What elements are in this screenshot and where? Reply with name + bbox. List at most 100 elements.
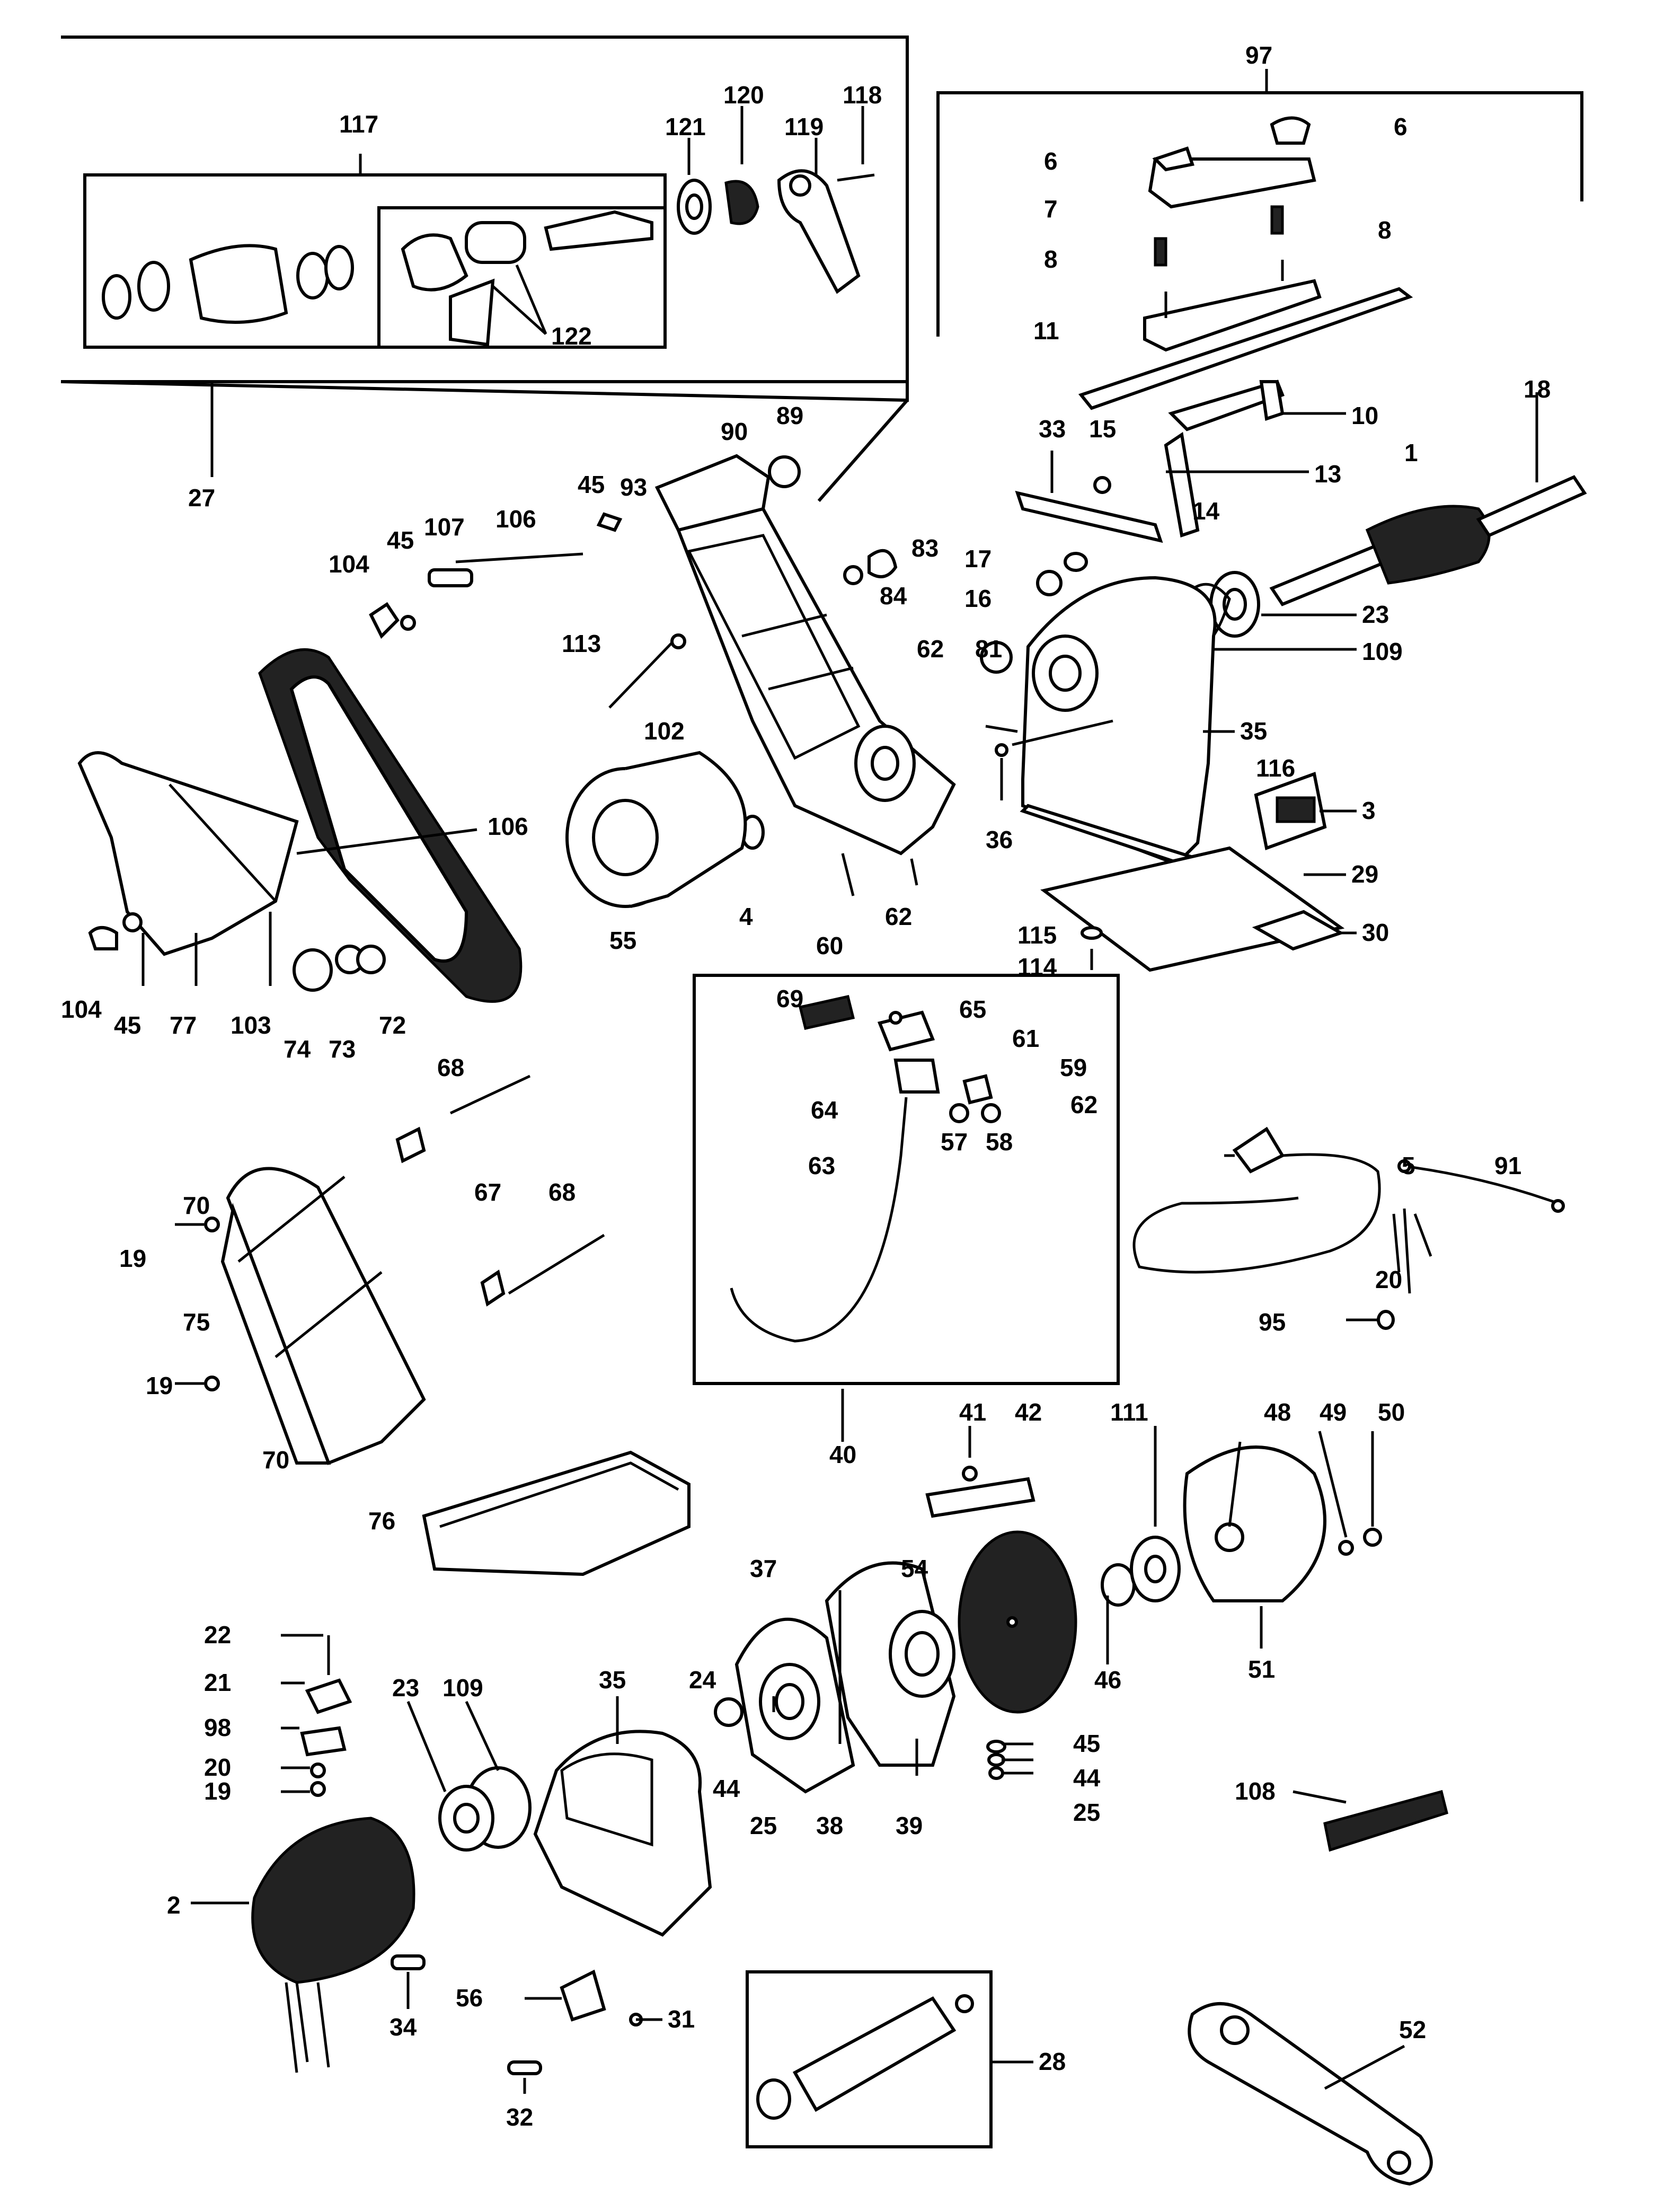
label-34: 34 xyxy=(390,2013,417,2041)
label-116: 116 xyxy=(1256,754,1295,782)
label-45: 45 xyxy=(578,471,605,498)
label-35: 35 xyxy=(599,1666,626,1694)
label-67: 67 xyxy=(474,1178,501,1206)
label-29: 29 xyxy=(1351,860,1378,888)
label-45: 45 xyxy=(387,526,414,554)
label-102: 102 xyxy=(644,717,685,745)
label-118: 118 xyxy=(843,81,882,109)
label-35: 35 xyxy=(1240,717,1267,745)
callout-box-28 xyxy=(746,1970,1033,2148)
label-52: 52 xyxy=(1399,2016,1426,2043)
motor-housing-bottom xyxy=(191,1634,712,2094)
label-63: 63 xyxy=(808,1152,835,1179)
label-22: 22 xyxy=(204,1621,231,1649)
label-5: 5 xyxy=(1402,1152,1415,1179)
callout-box-27 xyxy=(60,36,909,502)
label-93: 93 xyxy=(620,473,647,501)
label-36: 36 xyxy=(986,826,1013,853)
label-114: 114 xyxy=(1017,953,1057,981)
label-2: 2 xyxy=(167,1891,181,1919)
label-27: 27 xyxy=(188,484,215,512)
sanding-belt xyxy=(77,648,523,1003)
label-32: 32 xyxy=(506,2103,533,2131)
label-60: 60 xyxy=(816,932,843,959)
callout-box-40 xyxy=(693,974,1120,1442)
callout-bracket-97 xyxy=(936,69,1583,596)
label-45: 45 xyxy=(114,1011,141,1039)
label-49: 49 xyxy=(1320,1398,1347,1426)
label-3: 3 xyxy=(1362,797,1376,824)
label-6: 6 xyxy=(1394,113,1408,140)
label-50: 50 xyxy=(1378,1398,1405,1426)
label-113: 113 xyxy=(562,630,601,657)
label-109: 109 xyxy=(1362,638,1403,665)
label-95: 95 xyxy=(1259,1308,1286,1336)
label-37: 37 xyxy=(750,1555,777,1582)
label-1: 1 xyxy=(1404,439,1418,466)
label-62: 62 xyxy=(1070,1091,1097,1118)
label-19: 19 xyxy=(146,1372,173,1399)
armature-assembly xyxy=(1181,392,1587,651)
label-104: 104 xyxy=(329,550,369,578)
belt-frame xyxy=(369,454,1018,896)
label-19: 19 xyxy=(119,1245,146,1272)
label-41: 41 xyxy=(959,1398,986,1426)
label-51: 51 xyxy=(1248,1655,1275,1683)
drum-wheel xyxy=(565,751,747,908)
label-68: 68 xyxy=(437,1054,464,1081)
label-42: 42 xyxy=(1015,1398,1042,1426)
label-45: 45 xyxy=(1073,1730,1100,1757)
label-107: 107 xyxy=(424,513,465,541)
label-69: 69 xyxy=(776,985,803,1012)
label-46: 46 xyxy=(1094,1666,1121,1694)
label-70: 70 xyxy=(183,1192,210,1219)
label-48: 48 xyxy=(1264,1398,1291,1426)
label-109: 109 xyxy=(442,1674,483,1702)
label-81: 81 xyxy=(975,635,1002,663)
label-89: 89 xyxy=(776,402,803,429)
label-61: 61 xyxy=(1012,1025,1039,1052)
label-91: 91 xyxy=(1494,1152,1521,1179)
motor-housing-top xyxy=(995,576,1357,972)
label-83: 83 xyxy=(911,534,939,562)
label-77: 77 xyxy=(170,1011,197,1039)
label-20: 20 xyxy=(204,1753,231,1781)
label-4: 4 xyxy=(739,903,753,930)
label-54: 54 xyxy=(901,1555,928,1582)
label-44: 44 xyxy=(713,1775,740,1802)
label-59: 59 xyxy=(1060,1054,1087,1081)
stone-and-spanner xyxy=(1188,1790,1448,2186)
label-121: 121 xyxy=(665,113,706,140)
grinding-wheel-assembly xyxy=(714,1426,1382,1794)
label-8: 8 xyxy=(1044,245,1058,273)
label-64: 64 xyxy=(811,1096,838,1124)
label-62: 62 xyxy=(917,635,944,663)
label-39: 39 xyxy=(896,1812,923,1839)
label-122: 122 xyxy=(551,322,592,350)
label-7: 7 xyxy=(1044,195,1058,223)
label-74: 74 xyxy=(284,1035,311,1063)
label-84: 84 xyxy=(880,582,907,610)
label-25: 25 xyxy=(750,1812,777,1839)
label-56: 56 xyxy=(456,1984,483,2012)
label-23: 23 xyxy=(1362,601,1389,628)
label-24: 24 xyxy=(689,1666,716,1694)
label-117: 117 xyxy=(339,110,378,138)
label-25: 25 xyxy=(1073,1799,1100,1826)
power-cable xyxy=(1132,1126,1565,1330)
label-62: 62 xyxy=(885,903,912,930)
label-120: 120 xyxy=(723,81,764,109)
label-65: 65 xyxy=(959,995,986,1023)
label-75: 75 xyxy=(183,1308,210,1336)
guard-and-tray xyxy=(175,1074,691,1576)
label-104: 104 xyxy=(61,995,102,1023)
label-103: 103 xyxy=(231,1011,271,1039)
label-44: 44 xyxy=(1073,1764,1101,1792)
label-70: 70 xyxy=(262,1446,289,1474)
label-11: 11 xyxy=(1033,317,1059,345)
label-28: 28 xyxy=(1039,2048,1066,2075)
label-97: 97 xyxy=(1245,41,1272,69)
label-76: 76 xyxy=(368,1507,395,1535)
